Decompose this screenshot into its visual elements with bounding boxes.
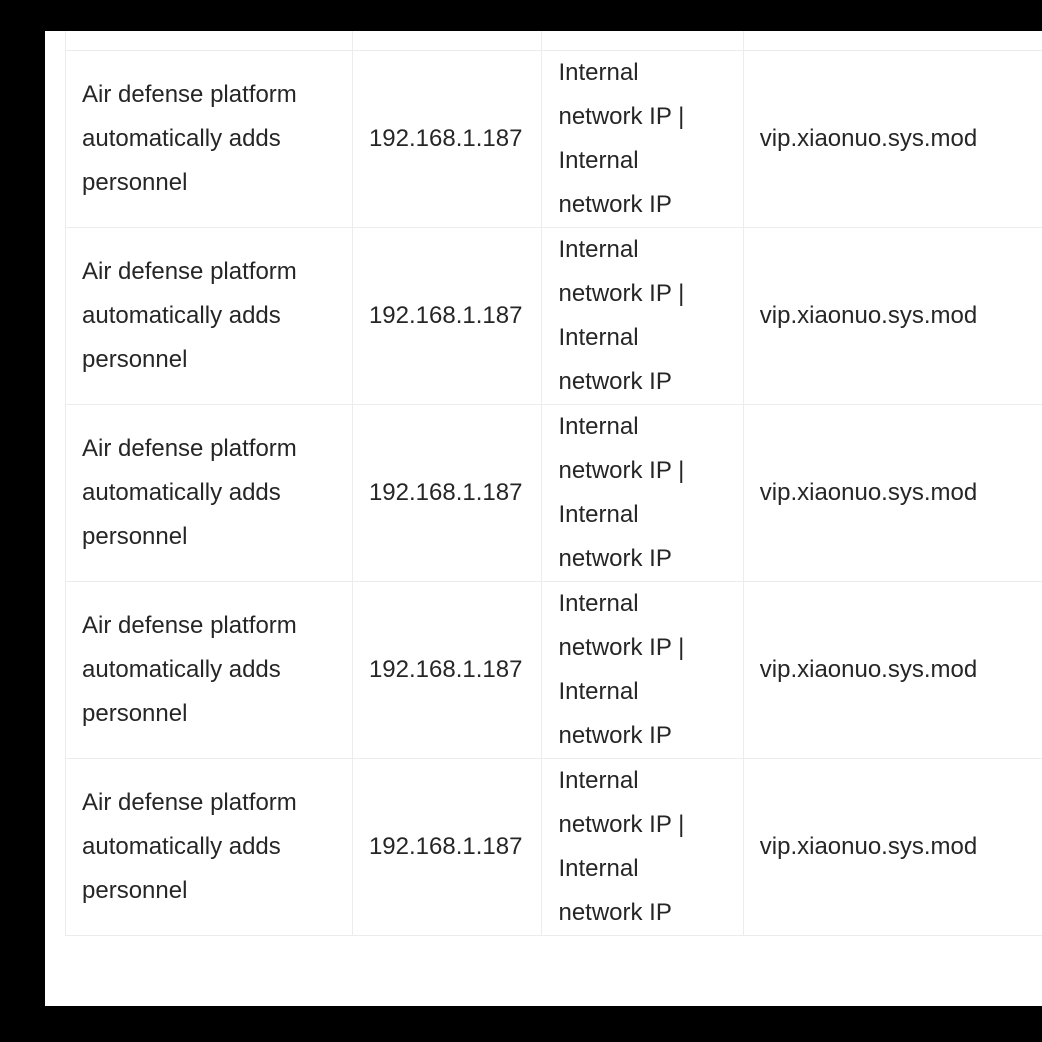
location-cell: Internal network IP | Internal network I… [541,758,744,936]
location-cell: Internal network IP | Internal network I… [541,404,744,582]
event-cell: Air defense platform automatically adds … [65,50,353,228]
ip-cell: 192.168.1.187 [351,50,543,228]
log-table-body: Air defense platform automatically adds … [65,31,1042,936]
log-panel: Air defense platform automatically adds … [45,31,1042,1006]
event-cell: Air defense platform automatically adds … [65,758,353,936]
class-cell: vip.xiaonuo.sys.mod [742,758,1042,936]
ip-cell: 192.168.1.187 [351,227,543,405]
ip-cell: 192.168.1.187 [351,404,543,582]
table-cell [351,31,543,51]
event-cell: Air defense platform automatically adds … [65,581,353,759]
location-cell: Internal network IP | Internal network I… [541,50,744,228]
event-cell: Air defense platform automatically adds … [65,227,353,405]
table-row[interactable]: Air defense platform automatically adds … [65,404,1042,582]
ip-cell: 192.168.1.187 [351,581,543,759]
location-cell: Internal network IP | Internal network I… [541,581,744,759]
table-row[interactable]: Air defense platform automatically adds … [65,581,1042,759]
log-table: Air defense platform automatically adds … [65,31,1042,936]
table-row[interactable]: Air defense platform automatically adds … [65,227,1042,405]
table-row[interactable]: Air defense platform automatically adds … [65,758,1042,936]
class-cell: vip.xiaonuo.sys.mod [742,50,1042,228]
event-cell: Air defense platform automatically adds … [65,404,353,582]
table-cell [742,31,1042,51]
class-cell: vip.xiaonuo.sys.mod [742,404,1042,582]
location-cell: Internal network IP | Internal network I… [541,227,744,405]
table-cell [541,31,744,51]
table-row[interactable]: Air defense platform automatically adds … [65,50,1042,228]
table-cell [65,31,353,51]
class-cell: vip.xiaonuo.sys.mod [742,227,1042,405]
ip-cell: 192.168.1.187 [351,758,543,936]
table-row-partial [65,31,1042,51]
class-cell: vip.xiaonuo.sys.mod [742,581,1042,759]
